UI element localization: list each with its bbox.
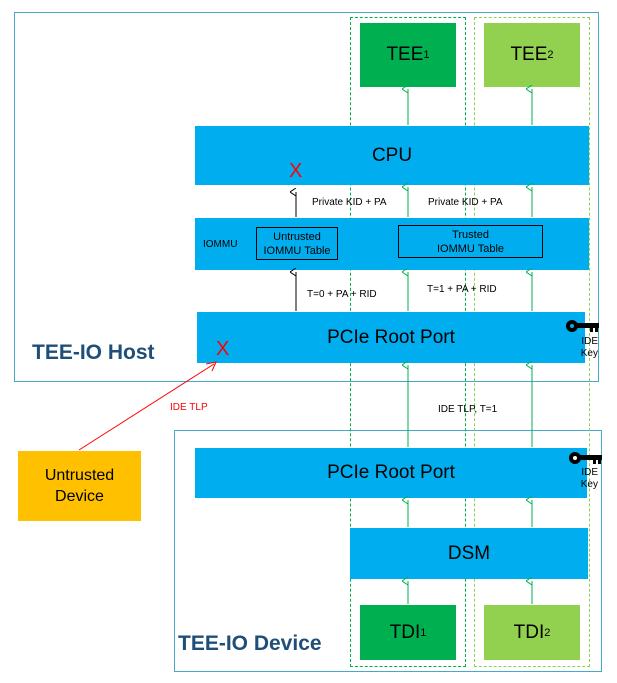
- tee-io-device-frame: [174, 430, 602, 672]
- trusted-table-line1: Trusted: [452, 229, 489, 241]
- untrusted-device-box: Untrusted Device: [18, 451, 141, 521]
- dsm-label: DSM: [447, 542, 491, 564]
- tee2-label: TEE: [510, 44, 548, 65]
- device-pcie-root-port: PCIe Root Port: [195, 448, 587, 498]
- tdi1-subscript: 1: [420, 626, 427, 639]
- blocked-x-root-port: X: [216, 338, 230, 360]
- cpu-box: CPU: [195, 126, 589, 185]
- blocked-x-cpu: X: [289, 160, 303, 182]
- host-ide-key-icon: [566, 320, 599, 332]
- tdi2-label: TDI: [513, 621, 545, 643]
- host-pcie-root-port: PCIe Root Port: [197, 312, 585, 363]
- label-private-kid-left: Private KID + PA: [312, 197, 387, 208]
- untrusted-device-line1: Untrusted: [44, 467, 115, 484]
- device-ide-key-label: IDE Key: [568, 467, 598, 491]
- label-private-kid-right: Private KID + PA: [428, 197, 503, 208]
- dsm-box: DSM: [350, 528, 588, 579]
- label-ide-tlp-red: IDE TLP: [170, 402, 208, 413]
- tdi2-subscript: 2: [544, 626, 551, 639]
- label-t0: T=0 + PA + RID: [307, 289, 377, 300]
- label-ide-tlp-t1: IDE TLP, T=1: [438, 404, 498, 415]
- host-ide-key-line2: Key: [580, 348, 598, 359]
- tee2-subscript: 2: [547, 49, 554, 61]
- device-ide-key-icon: [569, 452, 602, 464]
- host-root-port-label: PCIe Root Port: [327, 326, 455, 348]
- untrusted-table-line1: Untrusted: [273, 231, 321, 243]
- tee1-label: TEE: [386, 44, 424, 65]
- device-ide-key-line2: Key: [580, 479, 598, 490]
- untrusted-device-line2: Device: [55, 488, 104, 505]
- host-title: TEE-IO Host: [32, 341, 155, 364]
- iommu-label: IOMMU: [203, 239, 238, 250]
- device-ide-key-line1: IDE: [581, 467, 598, 478]
- trusted-table-line2: IOMMU Table: [436, 243, 505, 255]
- host-ide-key-label: IDE Key: [568, 336, 598, 360]
- device-title: TEE-IO Device: [178, 632, 322, 655]
- untrusted-table-line2: IOMMU Table: [263, 245, 331, 257]
- label-t1: T=1 + PA + RID: [427, 284, 497, 295]
- arrow-untrusted-device: [78, 363, 215, 451]
- host-ide-key-line1: IDE: [581, 336, 598, 347]
- cpu-label: CPU: [371, 144, 413, 166]
- tdi1-label: TDI: [389, 621, 421, 643]
- trusted-iommu-table: Trusted IOMMU Table: [398, 225, 543, 258]
- tee-io-host-frame: [14, 12, 599, 382]
- tee1-subscript: 1: [423, 49, 430, 61]
- untrusted-iommu-table: Untrusted IOMMU Table: [256, 227, 338, 260]
- device-root-port-label: PCIe Root Port: [327, 462, 455, 483]
- iommu-box: [195, 218, 589, 270]
